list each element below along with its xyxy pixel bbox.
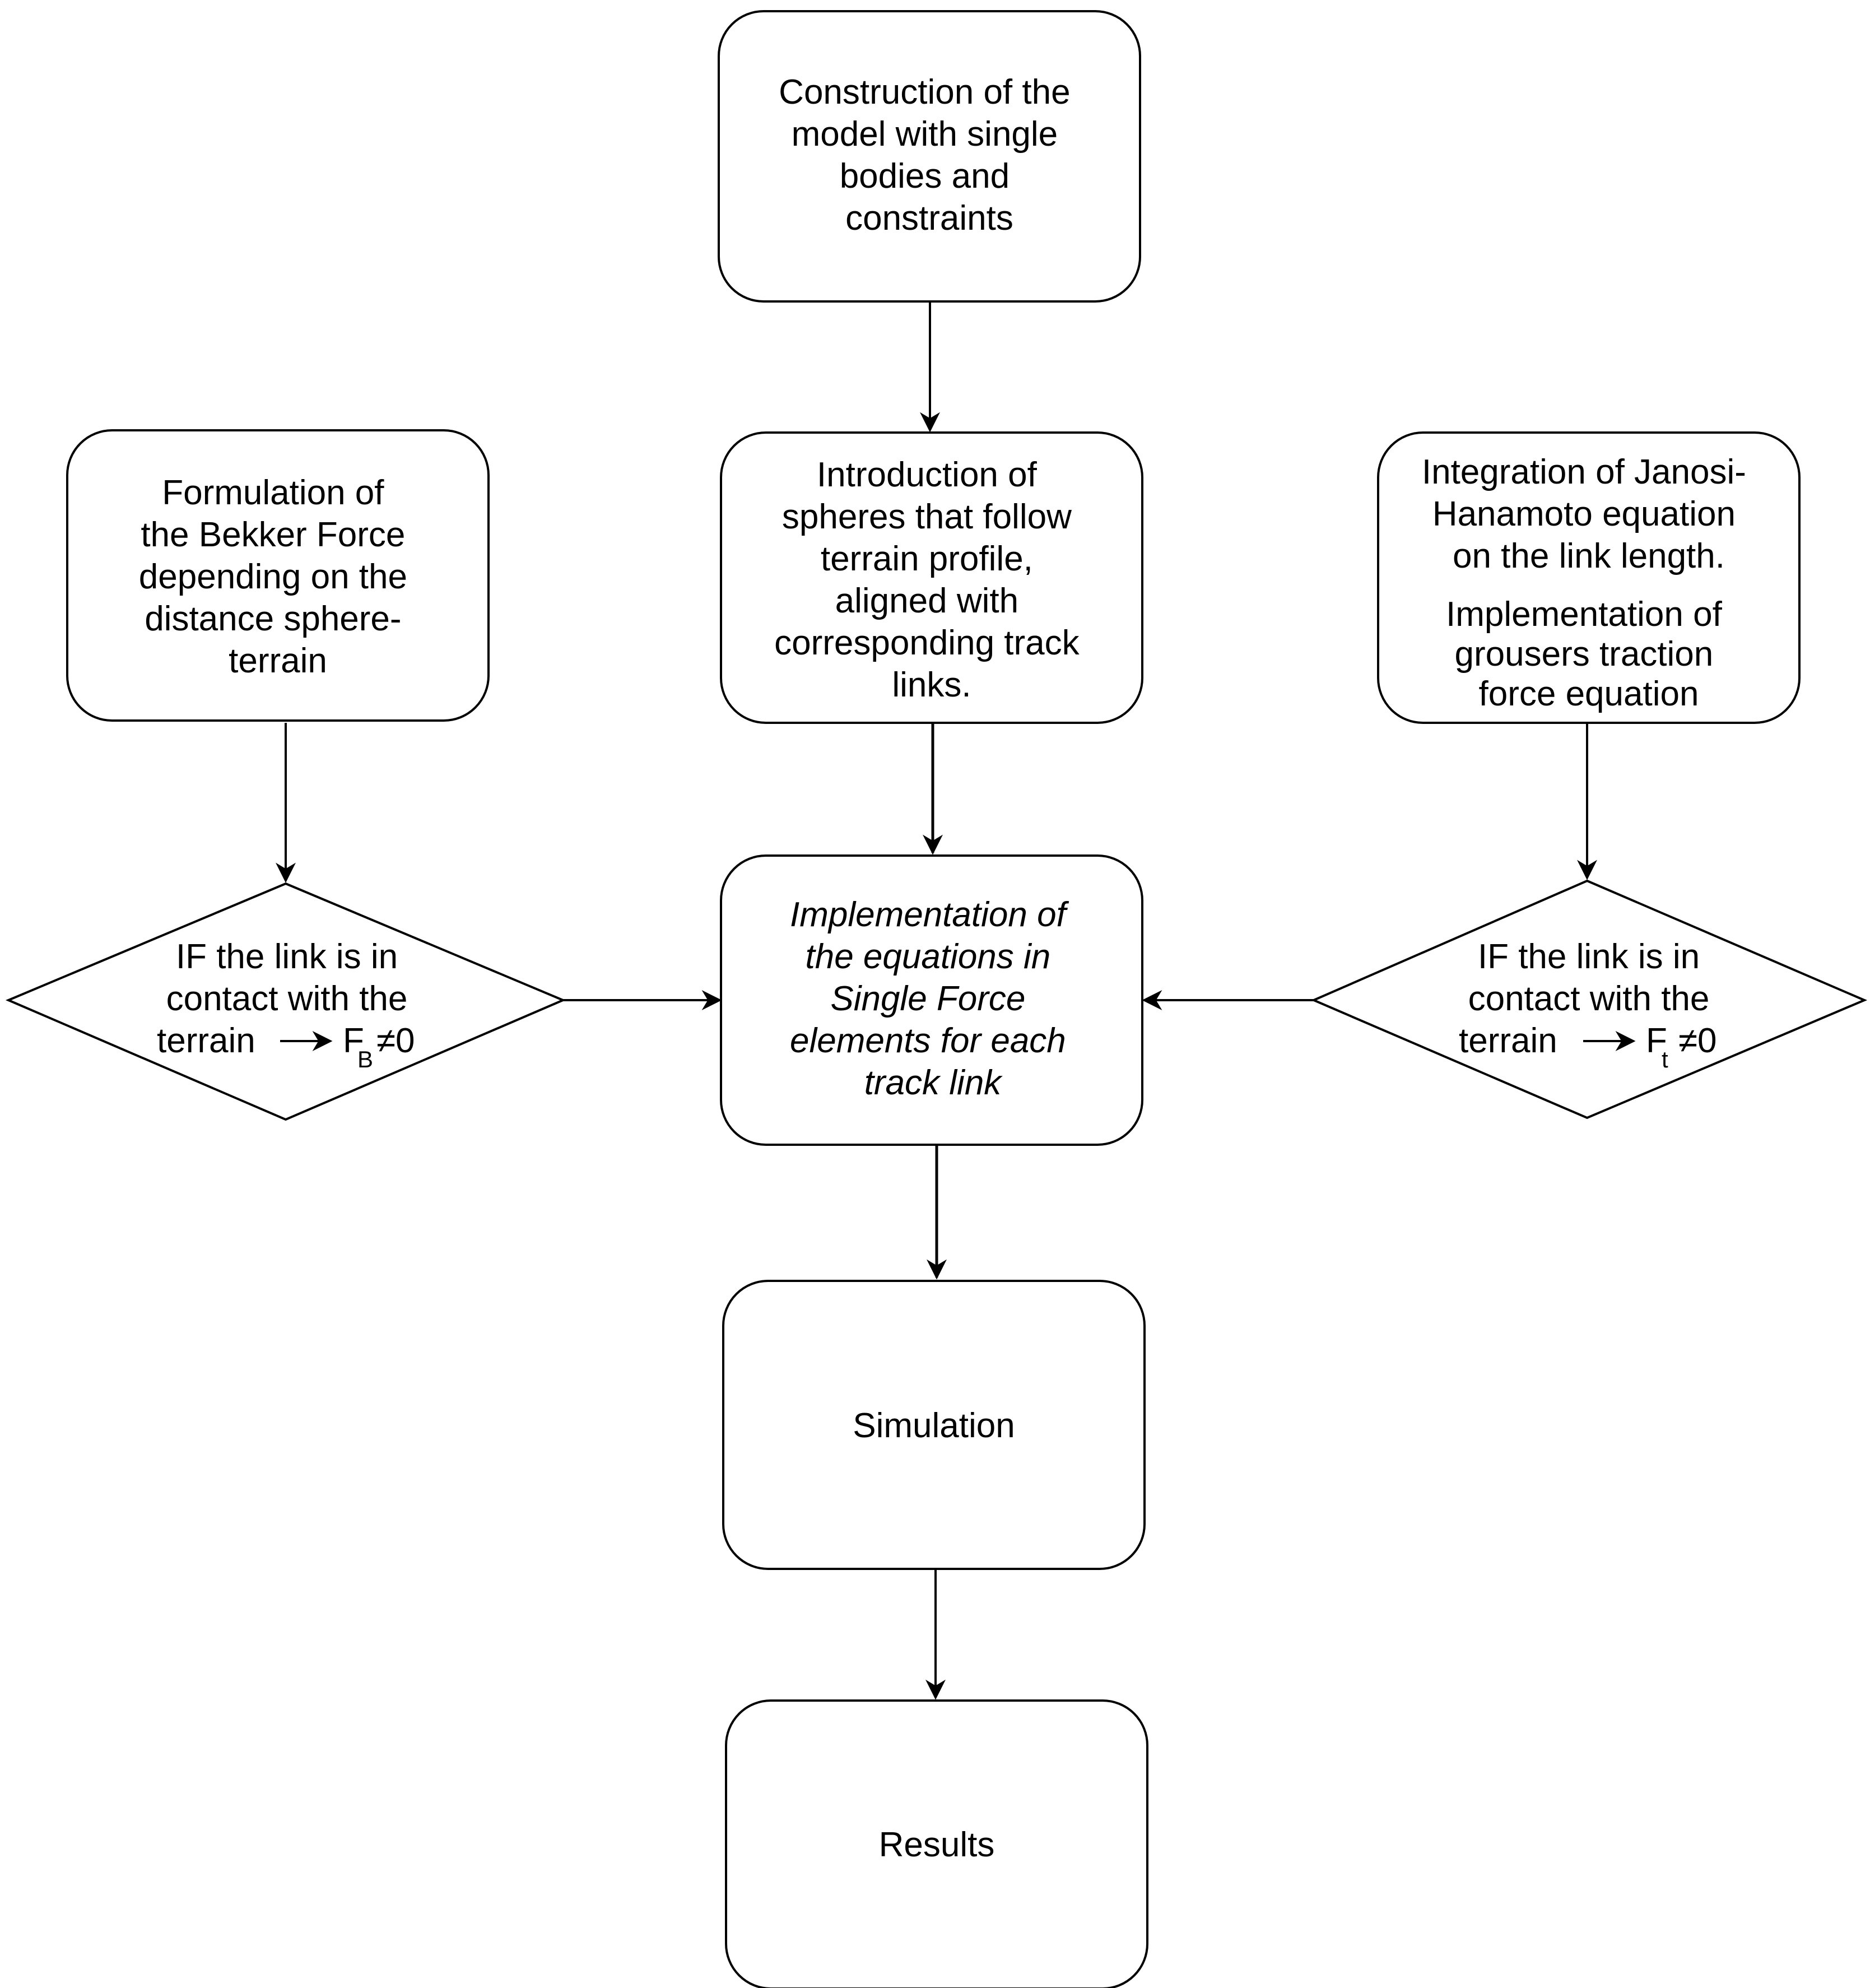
decision-left-line-3: terrain xyxy=(157,1021,255,1060)
node-results-text: Results xyxy=(879,1826,995,1864)
decision-right-condition: ≠0 xyxy=(1678,1021,1717,1060)
node-janosi-text: Integration of Janosi- Hanamoto equation… xyxy=(1422,453,1756,575)
node-janosi: Integration of Janosi- Hanamoto equation… xyxy=(1377,431,1801,724)
decision-right-force: F xyxy=(1646,1021,1667,1060)
decision-left-force-sub: B xyxy=(357,1046,373,1072)
decision-right-line-3: terrain xyxy=(1459,1021,1557,1060)
node-decision-left: IF the link is in contact with the terra… xyxy=(5,882,566,1121)
decision-left-condition: ≠0 xyxy=(376,1021,415,1060)
node-results: Results xyxy=(725,1699,1148,1988)
node-bekker: Formulation of the Bekker Force dependin… xyxy=(66,429,490,722)
node-implementation-text: Implementation of the equations in Singl… xyxy=(790,895,1076,1102)
node-decision-right: IF the link is in contact with the terra… xyxy=(1310,879,1868,1120)
node-implementation: Implementation of the equations in Singl… xyxy=(720,854,1143,1146)
decision-left-line-2: contact with the xyxy=(166,979,408,1018)
decision-right-force-sub: t xyxy=(1662,1046,1668,1072)
decision-left-line-1: IF the link is in xyxy=(176,937,398,976)
node-construction: Construction of the model with single bo… xyxy=(718,10,1141,303)
node-construction-text: Construction of the model with single bo… xyxy=(779,73,1080,238)
decision-left-force: F xyxy=(343,1021,364,1060)
decision-right-line-2: contact with the xyxy=(1468,979,1710,1018)
node-spheres-text: Introduction of spheres that follow terr… xyxy=(774,456,1089,704)
node-bekker-text: Formulation of the Bekker Force dependin… xyxy=(139,473,417,680)
node-simulation-text: Simulation xyxy=(853,1406,1015,1445)
node-janosi-text-2: Implementation of grousers traction forc… xyxy=(1446,595,1732,713)
edges xyxy=(276,301,1597,1700)
node-spheres: Introduction of spheres that follow terr… xyxy=(720,431,1143,724)
decision-right-line-1: IF the link is in xyxy=(1478,937,1700,976)
node-simulation: Simulation xyxy=(722,1280,1146,1570)
